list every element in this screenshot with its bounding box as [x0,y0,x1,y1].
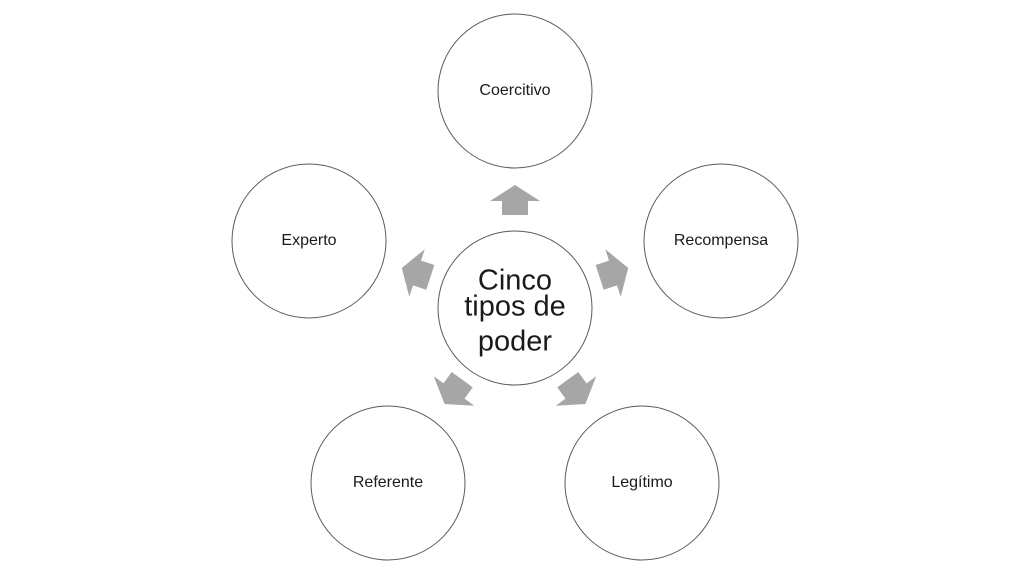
center-node: Cinco tipos de poder [437,230,593,386]
center-label-line-1: Cinco [478,265,552,297]
arrow-to-recompensa [595,249,629,297]
node-legitimo: Legítimo [564,405,720,561]
node-experto-circle [231,163,387,319]
node-recompensa-circle [643,163,799,319]
node-coercitivo-label: Coercitivo [479,82,550,99]
center-circle [437,230,593,386]
node-experto: Experto [231,163,387,319]
node-referente-label: Referente [353,474,423,491]
arrow-to-experto [401,249,435,297]
node-referente: Referente [310,405,466,561]
arrow-to-referente [433,372,475,406]
center-label-line-2: tipos de [464,291,566,323]
node-experto-label: Experto [281,232,336,249]
node-recompensa: Recompensa [643,163,799,319]
node-coercitivo-circle [437,13,593,169]
node-legitimo-circle [564,405,720,561]
arrows [401,185,629,406]
node-coercitivo: Coercitivo [437,13,593,169]
node-legitimo-label: Legítimo [611,474,672,491]
node-recompensa-label: Recompensa [674,232,768,249]
node-referente-circle [310,405,466,561]
center-label-line-3: poder [478,326,553,358]
arrow-to-coercitivo [490,185,540,215]
arrow-to-legitimo [555,372,597,406]
